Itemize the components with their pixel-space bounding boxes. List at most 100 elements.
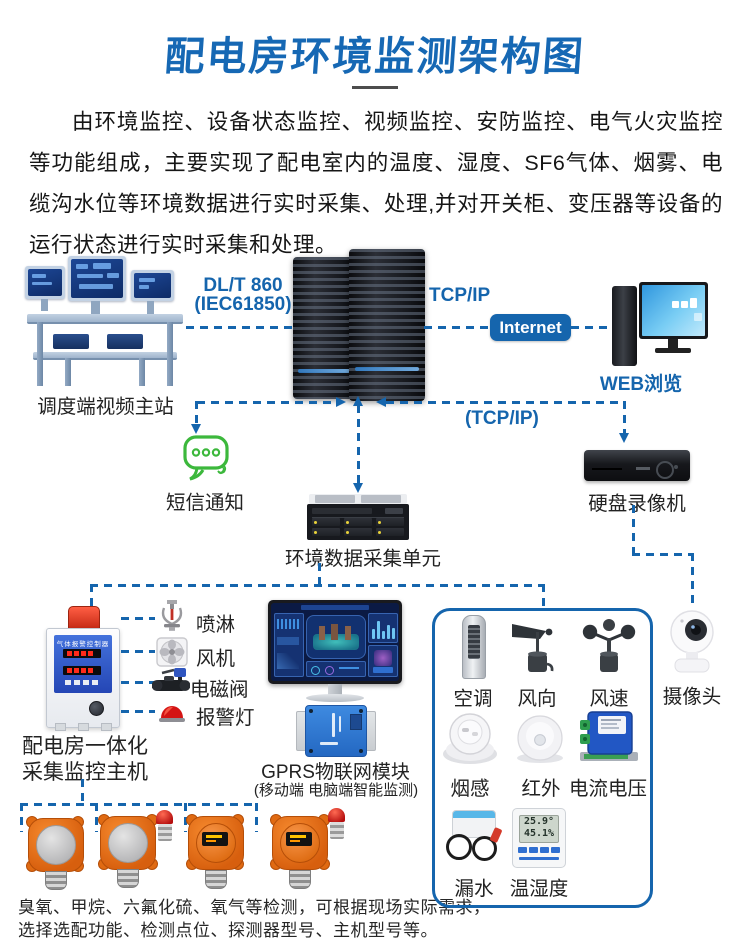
- host-knob: [89, 701, 104, 716]
- wind-speed-icon: [582, 619, 636, 672]
- monitor-left-icon: [25, 266, 65, 299]
- water-leak-icon: [446, 810, 504, 868]
- link-sms-branch-v: [195, 401, 198, 426]
- solenoid-valve-icon: [152, 668, 190, 691]
- detector-drop-1: [20, 803, 23, 832]
- link-host-sprinkler: [121, 617, 155, 620]
- link-dvr-camera-v1: [632, 505, 635, 556]
- current-voltage-label: 电流电压: [568, 778, 647, 800]
- link-web-dvr-h: [386, 401, 626, 404]
- link-web-dvr-v: [623, 401, 626, 434]
- desk-shelf: [33, 352, 177, 360]
- sprinkler-icon: [161, 600, 183, 631]
- tcpip2-label: (TCP/IP): [465, 408, 539, 429]
- ac-label: 空调: [453, 688, 493, 710]
- host-panel-title: 气体报警控制器: [56, 641, 110, 648]
- dashboard-monitor-illustration: [268, 600, 402, 684]
- arrowhead-down: [353, 483, 363, 493]
- link-dvr-camera-v2: [691, 553, 694, 608]
- link-sms-branch-h: [197, 401, 337, 404]
- detector-display: [286, 832, 312, 846]
- fan-label: 风机: [196, 648, 236, 670]
- alarm-light-label: 报警灯: [196, 707, 255, 729]
- detector-drop-4: [255, 803, 258, 832]
- infrared-icon: [517, 715, 563, 763]
- gprs-label-line2: (移动端 电脑端智能监测): [253, 782, 419, 799]
- web-label: WEB浏览: [599, 374, 683, 395]
- smoke-label: 烟感: [450, 778, 490, 800]
- monitor-center-icon: [68, 256, 126, 301]
- valve-label: 电磁阀: [190, 679, 249, 701]
- gas-detector-1: [26, 816, 88, 894]
- wind-direction-label: 风向: [517, 688, 557, 710]
- under-desk-device-icon: [53, 334, 89, 349]
- arrowhead-right: [336, 397, 346, 407]
- host-label-line1: 配电房一体化: [22, 735, 148, 758]
- internet-badge: Internet: [490, 314, 571, 341]
- web-pc-illustration: [612, 282, 708, 372]
- collector-unit-illustration: [307, 494, 409, 540]
- link-rack-internet: [424, 326, 490, 329]
- dispatch-label: 调度端视频主站: [37, 396, 174, 418]
- pc-monitor-icon: [639, 282, 708, 339]
- detector-display: [202, 832, 228, 846]
- monitor-right-icon: [131, 270, 174, 301]
- current-voltage-icon: [580, 711, 638, 761]
- host-device-illustration: 气体报警控制器: [46, 628, 120, 731]
- pc-tower-icon: [612, 286, 637, 366]
- detector-beacon-icon: [328, 808, 345, 822]
- dispatch-workstation-illustration: [25, 256, 185, 388]
- bus-drop-right: [542, 584, 545, 610]
- dvr-label: 硬盘录像机: [588, 493, 686, 515]
- detector-beacon-icon: [156, 810, 173, 824]
- infrared-label: 红外: [521, 778, 561, 800]
- ac-icon: [462, 615, 486, 679]
- sms-bubble-icon: [183, 435, 229, 481]
- camera-icon: [670, 610, 714, 673]
- gas-detector-2: [98, 810, 178, 894]
- link-host-alarmlight: [121, 710, 155, 713]
- bus-line: [90, 584, 545, 587]
- server-rack-illustration: [293, 249, 425, 401]
- wind-speed-label: 风速: [589, 688, 629, 710]
- link-host-detectors: [81, 779, 84, 805]
- intro-paragraph: 由环境监控、设备状态监控、视频监控、安防监控、电气火灾监控等功能组成，主要实现了…: [29, 110, 723, 257]
- host-lcd-1: [63, 649, 101, 658]
- under-desk-device-icon: [107, 334, 143, 349]
- arrowhead-left: [376, 397, 386, 407]
- temp-humidity-icon: 25.9° 45.1%: [512, 808, 566, 868]
- link-internet-pc: [571, 326, 613, 329]
- water-leak-label: 漏水: [454, 878, 494, 900]
- link-rack-collector: [357, 405, 360, 485]
- link-collector-bus: [318, 563, 321, 586]
- arrowhead-down: [191, 424, 201, 434]
- tcpip-label: TCP/IP: [429, 285, 491, 306]
- host-label-line2: 采集监控主机: [22, 761, 148, 784]
- th-hum-value: 45.1%: [523, 828, 555, 839]
- smoke-detector-icon: [443, 713, 497, 764]
- detector-drop-2: [95, 803, 98, 832]
- gprs-module-illustration: [296, 705, 376, 757]
- th-temp-value: 25.9°: [523, 816, 555, 827]
- link-desk-rack: [186, 326, 293, 329]
- link-host-fan: [121, 650, 155, 653]
- arrowhead-up: [353, 396, 363, 406]
- footnote-line2: 选择选配功能、检测点位、探测器型号、主机型号等。: [18, 921, 438, 940]
- detector-bus: [20, 803, 258, 806]
- sensor-panel: [432, 608, 653, 908]
- collector-label: 环境数据采集单元: [285, 548, 442, 570]
- gas-detector-4: [270, 808, 350, 894]
- protocol-label: DL/T 860 (IEC61850): [194, 275, 292, 315]
- gas-detector-3: [186, 814, 248, 894]
- link-host-valve: [121, 681, 155, 684]
- host-lcd-2: [63, 666, 101, 675]
- detector-drop-3: [184, 803, 187, 832]
- page-title: 配电房环境监测架构图: [163, 35, 587, 79]
- bus-drop-left: [90, 584, 93, 607]
- desk-surface: [27, 314, 183, 324]
- fan-icon: [156, 637, 188, 667]
- wind-direction-icon: [512, 624, 554, 672]
- camera-label: 摄像头: [662, 686, 722, 708]
- temp-humidity-label: 温湿度: [509, 878, 569, 900]
